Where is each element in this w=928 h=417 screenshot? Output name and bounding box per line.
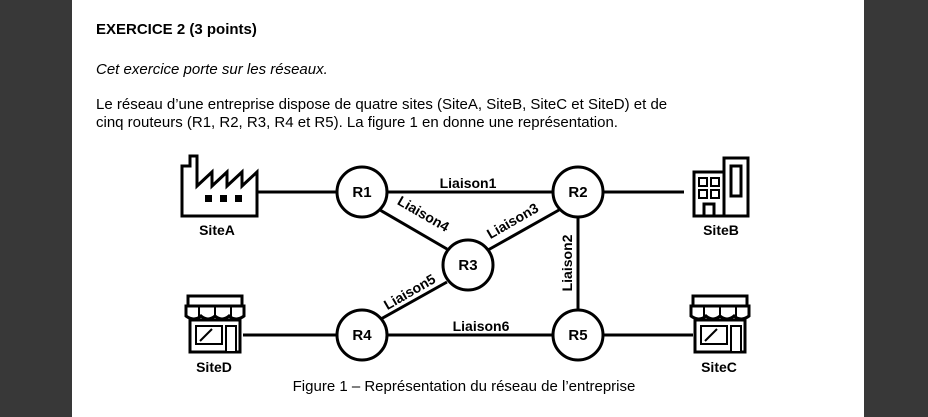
paragraph-line-2: cinq routeurs (R1, R2, R3, R4 et R5). La… [96, 114, 618, 131]
factory-icon [180, 154, 259, 218]
site-b-label: SiteB [703, 222, 739, 238]
router-r5-label: R5 [568, 327, 587, 344]
shop-icon [184, 294, 246, 354]
site-d-label: SiteD [196, 359, 232, 375]
label-liaison4: Liaison4 [395, 193, 452, 235]
router-r1 [335, 165, 389, 219]
router-r3 [441, 238, 495, 292]
router-r3-label: R3 [458, 257, 477, 274]
site-c-label: SiteC [701, 359, 737, 375]
office-building-icon [692, 156, 750, 218]
router-r2-label: R2 [568, 184, 587, 201]
router-r1-label: R1 [352, 184, 371, 201]
router-r4 [335, 308, 389, 362]
exercise-intro: Cet exercice porte sur les réseaux. [96, 61, 328, 78]
label-liaison1: Liaison1 [440, 175, 497, 191]
link-liaison4 [379, 208, 448, 251]
router-r2 [551, 165, 605, 219]
link-liaison3 [487, 208, 560, 252]
exercise-title: EXERCICE 2 (3 points) [96, 21, 257, 38]
site-a-label: SiteA [199, 222, 235, 238]
shop-icon [689, 294, 751, 354]
router-r5 [551, 308, 605, 362]
label-liaison2: Liaison2 [559, 234, 575, 291]
router-r4-label: R4 [352, 327, 372, 344]
exercise-paragraph: Le réseau d’une entreprise dispose de qu… [96, 96, 736, 132]
figure-caption: Figure 1 – Représentation du réseau de l… [292, 378, 636, 395]
label-liaison6: Liaison6 [453, 318, 510, 334]
link-liaison5 [380, 280, 448, 321]
paragraph-line-1: Le réseau d’une entreprise dispose de qu… [96, 96, 668, 113]
